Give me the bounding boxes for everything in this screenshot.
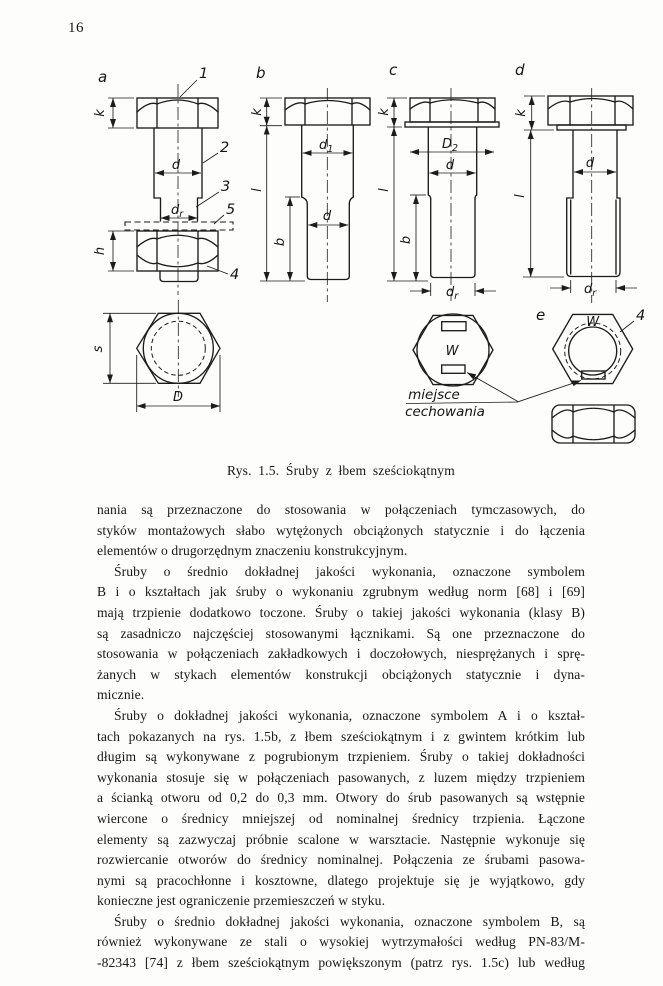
figure-caption: Rys. 1.5. Śruby z łbem sześciokątnym [227,463,455,478]
nut-side-view [551,404,636,444]
paragraph: Śruby o średnio dokładnej jakości wykona… [97,562,585,706]
dim-l-c: l [377,188,392,192]
dim-d-d: d [586,156,595,171]
text-line: B i o kształtach jak śruby o wykonaniu z… [97,584,585,600]
dim-W-e: W [586,315,600,330]
text-line: elementów o drugorzędnym znaczeniu konst… [97,543,408,559]
callout-3: 3 [221,179,230,195]
panel-label-a: a [98,68,107,86]
text-line: Śruby o dokładnej jakości wykonania, ozn… [114,707,585,723]
dim-k-a: k [93,109,108,117]
dim-h-a: h [93,247,108,255]
text-line: nymi są pracochłonne i kosztowne, dlateg… [97,872,585,888]
paragraph: nania są przeznaczone do stosowania w po… [97,500,585,562]
panel-label-b: b [256,64,266,82]
panel-label-c: c [389,61,398,79]
dim-b-b: b [273,238,288,246]
text-line: Śruby o średnio dokładnej jakości wykona… [114,913,585,929]
figure-drawing: a 1 2 3 5 4 k d h dr [91,61,645,444]
hex-view-a: s D [91,300,221,412]
page-number: 16 [68,20,84,36]
dim-d-a: d [172,158,181,173]
text-line: tach pokazanych na rys. 1.5b, z łbem sze… [97,728,585,744]
text-line: -82343 [74] z łbem sześciokątnym powięks… [97,955,585,971]
text-line: również wykonywane ze stali o wysokiej w… [97,934,585,950]
callout-4: 4 [230,267,239,283]
paragraph: Śruby o dokładnej jakości wykonania, ozn… [97,706,585,912]
panel-label-d: d [515,61,525,79]
text-line: a ścianką otworu od 0,2 do 0,3 mm. Otwor… [97,790,585,806]
text-line: elementy są zazwyczaj próbnie scalone w … [97,831,585,847]
dim-d-c: d [446,158,455,173]
dim-d-b: d [323,209,332,224]
callout-2: 2 [220,140,229,156]
dim-k-d: k [514,109,529,117]
dim-dr-d: dr [584,282,597,299]
text-line: są zasadniczo najczęściej stosowanymi łą… [97,625,585,641]
dim-d1-b: d1 [319,138,333,155]
marking-note-line1: miejsce [408,387,460,403]
panel-label-e: e [536,306,545,324]
text-line: mają trzpienie dodatkowo toczone. Śruby … [97,604,585,620]
dim-D: D [173,390,183,405]
bolt-c-drawing: c k l b D2 d dr [377,61,500,302]
dim-D2-c: D2 [442,137,458,154]
body-text: nania są przeznaczone do stosowania w po… [97,500,585,974]
dim-l-b: l [250,188,265,192]
marking-note-line2: cechowania [405,404,485,420]
text-line: żanych w stykach elementów konstrukcji o… [97,666,585,682]
bolt-d-drawing: d k l d dr [513,61,637,303]
text-line: długim są wykonywane z pogrubionym trzpi… [97,749,585,765]
text-line: rozwiercanie otworów do średnicy nominal… [97,852,585,868]
text-line: wiercone o średnicy mniejszej od nominal… [97,810,585,826]
paragraph: Śruby o średnio dokładnej jakości wykona… [97,912,585,974]
bolt-b-drawing: b k l b d1 d [250,64,371,302]
dim-W-c: W [446,344,460,359]
marking-note: miejsce cechowania [405,387,519,420]
dim-l-d: l [513,194,528,198]
hex-view-e: e W 4 [518,306,645,403]
text-line: Śruby o średnio dokładnej jakości wykona… [114,563,585,579]
text-line: stosowania w połączeniach zakładkowych i… [97,646,585,662]
text-line: konieczne jest ograniczenie przemieszcze… [97,893,386,909]
text-line: micznie. [97,687,145,703]
dim-k-c: k [377,108,392,116]
text-line: styków montażowych słabo wytężonych obci… [97,522,585,538]
callout-5: 5 [226,202,235,218]
dim-dr-c: dr [446,285,459,302]
dim-s: s [91,345,106,352]
callout-4-e: 4 [636,308,645,324]
callout-1: 1 [199,66,208,82]
dim-k-b: k [250,108,265,116]
hex-view-c-marking: W [412,313,519,403]
dim-dr-a: dr [171,203,184,220]
text-line: nania są przeznaczone do stosowania w po… [97,502,585,517]
bolt-a-drawing: a 1 2 3 5 4 k d h dr [93,66,239,295]
text-line: wykonania stosuje się w połączeniach pas… [97,769,585,785]
dim-b-c: b [399,236,414,244]
